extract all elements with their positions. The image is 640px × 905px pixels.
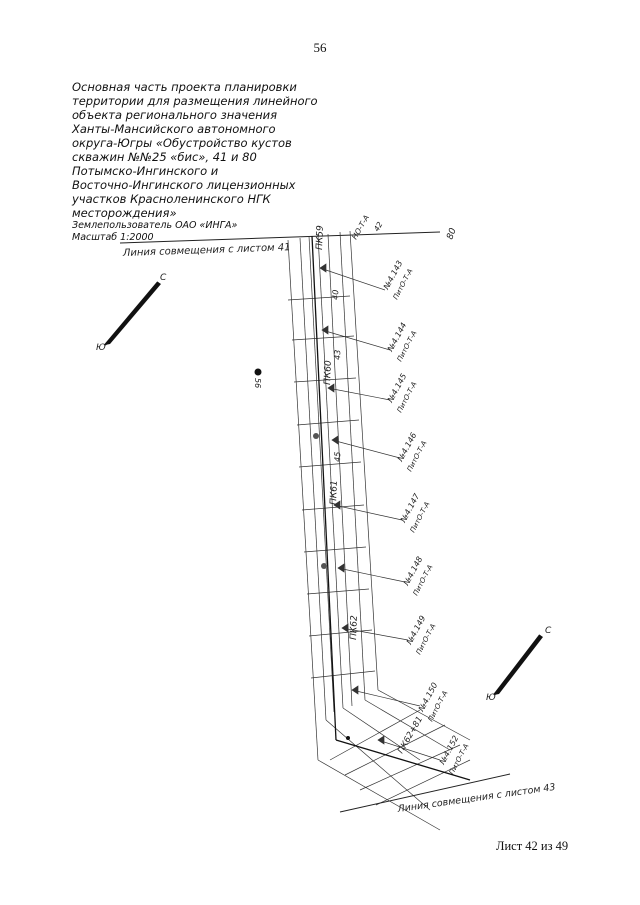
- small-label: 43: [333, 350, 342, 360]
- picket-label: ПК60: [323, 360, 334, 385]
- small-label: 80: [445, 227, 458, 241]
- structure-marker: [346, 736, 350, 740]
- small-label: НО-Т-А: [350, 213, 371, 241]
- north-arrow-icon: С Ю: [96, 273, 167, 353]
- title-line: округа-Югры «Обустройство кустов: [72, 136, 292, 150]
- node-leaders: [319, 263, 441, 761]
- picket-label: ПК61: [329, 480, 340, 505]
- corridor-lines: [287, 230, 471, 831]
- scale: Масштаб 1:2000: [72, 232, 154, 243]
- title-line: Потымско-Ингинского и: [72, 164, 219, 178]
- match-line-bottom: [339, 773, 511, 813]
- title-line: Ханты-Мансийского автономного: [72, 122, 276, 136]
- page-number: 56: [313, 40, 327, 55]
- route-axis-lower: [335, 739, 471, 781]
- picket-label: ПК59: [315, 225, 326, 250]
- structure-marker: [254, 368, 262, 376]
- picket-label: ПК62: [349, 615, 360, 640]
- north-arrow-icon: С Ю: [486, 626, 552, 703]
- title-block: Основная часть проекта планировки террит…: [72, 80, 318, 244]
- title-line: Восточно-Ингинского лицензионных: [72, 178, 296, 192]
- match-line-bottom-label: Линия совмещения с листом 43: [396, 782, 556, 815]
- north-arrow-letter: Ю: [486, 693, 496, 703]
- north-arrow-letter: С: [545, 626, 552, 636]
- sheet-number: Лист 42 из 49: [496, 839, 569, 853]
- match-line-top-label: Линия совмещения с листом 41: [122, 242, 291, 259]
- title-line: объекта регионального значения: [72, 108, 278, 122]
- title-line: участков Красноленинского НГК: [72, 192, 271, 206]
- route-axis: [311, 235, 337, 741]
- title-line: месторождения»: [72, 206, 177, 220]
- match-line-top: [119, 231, 441, 244]
- land-user: Землепользователь ОАО «ИНГА»: [72, 220, 238, 231]
- structure-marker: [321, 563, 327, 569]
- title-line: Основная часть проекта планировки: [72, 80, 297, 94]
- north-arrow-letter: Ю: [96, 343, 106, 353]
- small-label: 40: [331, 290, 340, 300]
- small-label: 56: [253, 378, 262, 388]
- small-label: 45: [333, 452, 342, 462]
- north-arrow-letter: С: [160, 273, 167, 283]
- structure-marker: [313, 433, 319, 439]
- title-line: территории для размещения линейного: [72, 94, 318, 108]
- small-label: 42: [372, 220, 385, 233]
- title-line: скважин №№25 «бис», 41 и 80: [72, 150, 257, 164]
